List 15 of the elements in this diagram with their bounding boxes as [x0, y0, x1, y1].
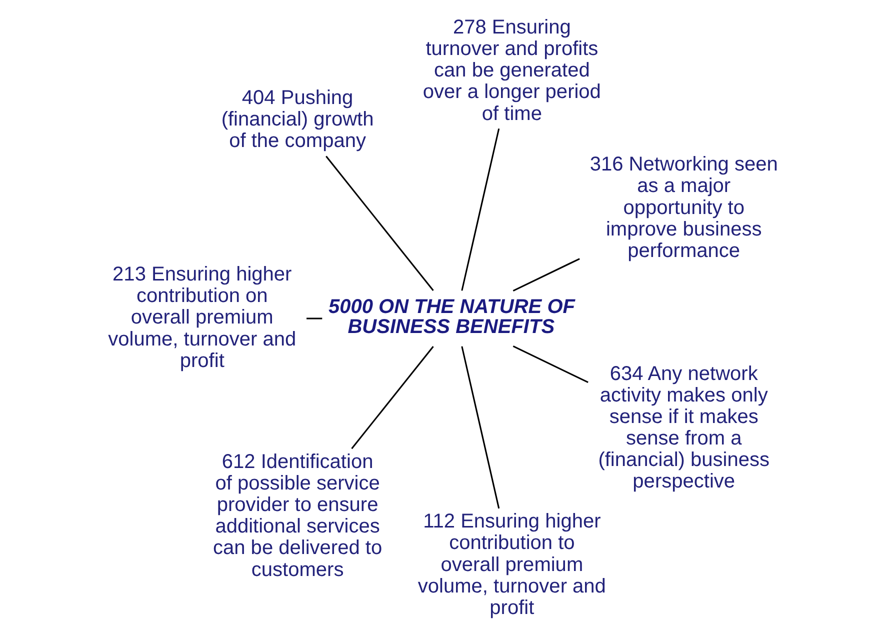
connector	[461, 128, 500, 291]
node-text: 316 Networking seen as a major opportunity to improve business performance	[590, 154, 778, 262]
node-text: 404 Pushing (financial) growth of the company	[221, 87, 374, 152]
connector	[512, 346, 588, 384]
node-text: 612 Identification of possible service provider to ensure additional services can be delivered to customers	[212, 450, 382, 581]
connector	[461, 346, 500, 509]
connector	[351, 346, 434, 450]
node-text: 278 Ensuring turnover and profits can be generated over a longer period of time	[422, 16, 601, 125]
node-text: 112 Ensuring higher contribution to overall premium volume, turnover and profit	[418, 510, 606, 619]
node-text: 634 Any network activity makes only sense if it makes sense from a (financial) business perspective	[598, 362, 770, 493]
node-text: 5000 ON THE NATURE OF BUSINESS BENEFITS	[328, 296, 575, 338]
connector	[306, 318, 322, 320]
node-text: 213 Ensuring higher contribution on overall premium volume, turnover and profit	[108, 264, 296, 372]
connector	[512, 258, 580, 292]
connector	[326, 156, 434, 292]
